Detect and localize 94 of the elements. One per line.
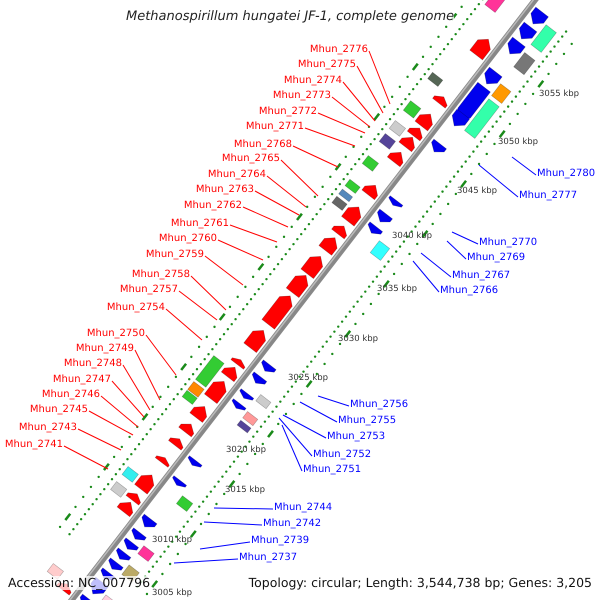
scale-label: 3030 kbp	[338, 333, 378, 345]
leader-line	[278, 418, 312, 456]
leader-line	[218, 240, 264, 260]
gene-label: Mhun_2763	[196, 184, 254, 196]
leader-line	[412, 260, 440, 292]
leader-line	[280, 160, 318, 196]
leader-line	[200, 542, 250, 550]
leader-line	[204, 256, 244, 286]
gene-label: Mhun_2774	[284, 75, 342, 87]
gene-label: Mhun_2760	[158, 233, 217, 245]
gene-label: Mhun_2773	[272, 90, 331, 102]
gene-label: Mhun_2771	[246, 121, 304, 133]
accession-text: Accession: NC_007796	[8, 576, 150, 590]
gene-label: Mhun_2744	[274, 502, 332, 514]
gene-label: Mhun_2768	[234, 139, 292, 151]
gene-label: Mhun_2757	[120, 284, 178, 296]
gene-label: Mhun_2776	[310, 44, 368, 56]
gene-label: Mhun_2767	[452, 270, 510, 282]
gene-label: Mhun_2750	[86, 328, 145, 340]
leader-line	[242, 206, 288, 228]
scale-label: 3025 kbp	[288, 372, 328, 384]
leader-line	[452, 232, 478, 244]
leader-line	[304, 128, 356, 146]
gene-label: Mhun_2759	[146, 249, 204, 261]
gene-label: Mhun_2746	[42, 389, 100, 401]
gene-label: Mhun_2751	[303, 464, 362, 476]
leader-line	[282, 424, 302, 472]
scale-label: 3050 kbp	[498, 136, 538, 148]
leader-line	[78, 428, 122, 450]
gene-label: Mhun_2737	[239, 552, 298, 564]
gene-label: Mhun_2758	[132, 269, 190, 281]
leader-line	[368, 50, 390, 104]
leader-line	[174, 558, 238, 564]
leader-line	[134, 350, 160, 400]
scale-label: 3010 kbp	[152, 534, 192, 546]
gene-label: Mhun_2747	[52, 374, 111, 386]
leader-line	[332, 96, 370, 128]
scale-label: 3045 kbp	[457, 185, 498, 197]
leader-line	[122, 364, 150, 410]
leader-line	[318, 112, 366, 134]
leader-line	[146, 334, 176, 376]
gene-label: Mhun_2749	[76, 343, 134, 355]
leader-line	[342, 82, 376, 122]
gene-label: Mhun_2752	[313, 449, 372, 461]
leader-line	[178, 290, 218, 320]
gene-label: Mhun_2741	[4, 439, 63, 451]
gene-label: Mhun_2764	[208, 169, 266, 181]
leader-line	[88, 410, 134, 436]
leader-line	[214, 508, 274, 510]
scale-label: 3040 kbp	[392, 230, 432, 242]
leader-line	[204, 522, 262, 526]
gene-label: Mhun_2743	[18, 422, 77, 434]
leader-line	[254, 190, 300, 216]
leader-line	[282, 414, 326, 438]
gene-label: Mhun_2772	[258, 106, 317, 118]
leader-line	[190, 276, 226, 310]
gene-label: Mhun_2770	[479, 237, 538, 249]
gene-label: Mhun_2742	[263, 518, 322, 530]
leader-line	[100, 396, 138, 428]
leader-line	[318, 396, 350, 406]
gene-label: Mhun_2780	[537, 168, 596, 180]
scale-label: 3055 kbp	[539, 88, 580, 100]
gene-label: Mhun_2775	[298, 59, 356, 71]
gene-label: Mhun_2754	[106, 302, 165, 314]
scale-label: 3035 kbp	[377, 283, 418, 295]
gene-label: Mhun_2769	[467, 252, 526, 264]
leader-line	[300, 402, 338, 422]
leader-line	[64, 446, 108, 470]
gene-label: Mhun_2753	[327, 431, 386, 443]
gene-label: Mhun_2761	[170, 218, 229, 230]
gene-label: Mhun_2762	[184, 200, 242, 212]
gene-label: Mhun_2745	[30, 404, 88, 416]
leader-line	[478, 164, 518, 198]
leader-line	[356, 66, 384, 114]
gene-label: Mhun_2739	[251, 535, 310, 547]
title: Methanospirillum hungatei JF-1, complete genome	[126, 11, 454, 23]
scale-label: 3005 kbp	[152, 587, 192, 599]
gene-label: Mhun_2755	[338, 415, 396, 427]
gene-label: Mhun_2756	[350, 399, 408, 411]
leader-line	[166, 308, 202, 340]
leader-line	[230, 224, 278, 242]
gene-label: Mhun_2748	[64, 358, 122, 370]
scale-label: 3020 kbp	[226, 444, 266, 456]
leader-line	[420, 252, 452, 278]
scale-label: 3015 kbp	[225, 484, 266, 496]
leader-line	[112, 380, 144, 418]
leader-line	[266, 176, 306, 208]
gene-label: Mhun_2766	[440, 285, 498, 297]
leader-line	[512, 156, 536, 176]
leader-line	[446, 240, 466, 260]
gene-label: Mhun_2765	[222, 153, 280, 165]
genome-info-text: Topology: circular; Length: 3,544,738 bp; Genes: 3,205	[248, 576, 592, 590]
leader-line	[292, 146, 338, 168]
gene-label: Mhun_2777	[519, 190, 578, 202]
